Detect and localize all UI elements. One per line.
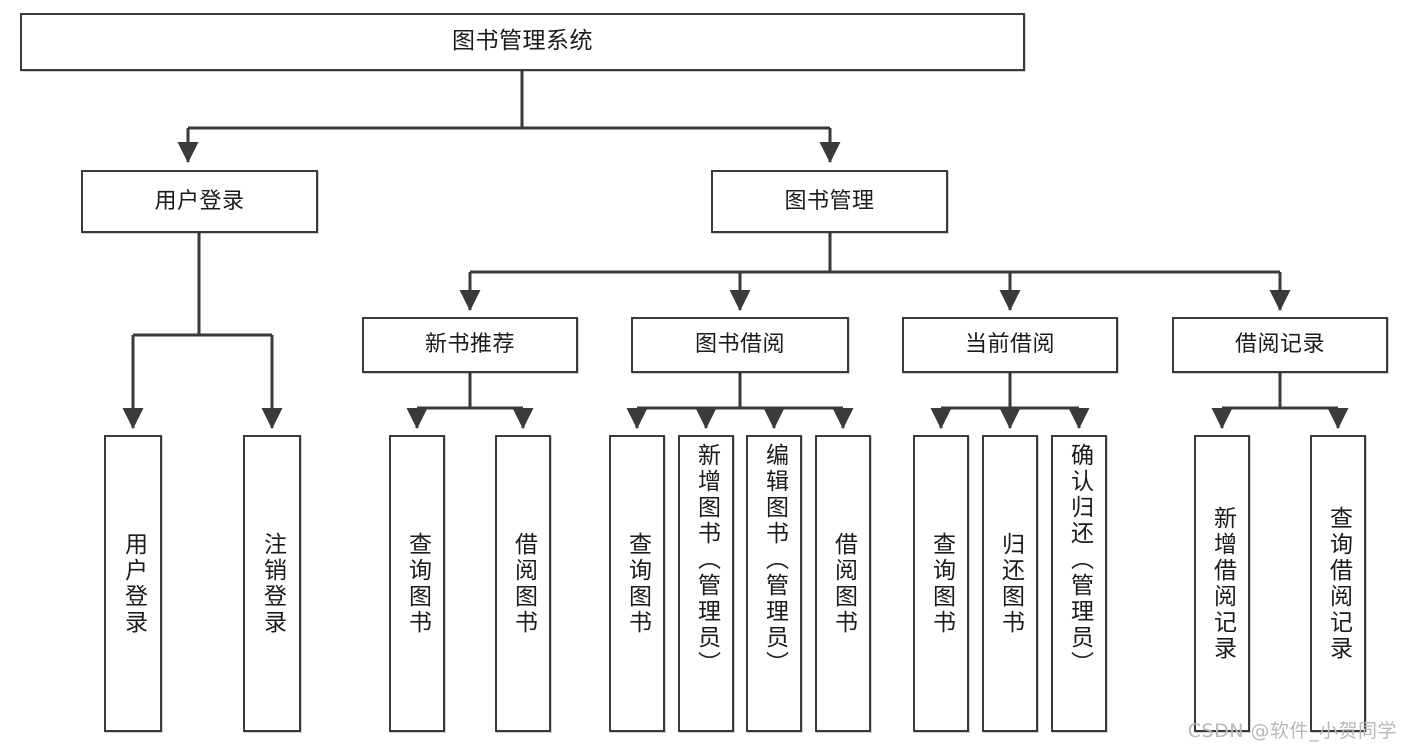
node-leaf-borrow-book-2-label: 借阅图书	[830, 531, 857, 636]
node-user-login-label: 用户登录	[154, 188, 245, 214]
node-leaf-edit-book-label: 编辑图书（管理员）	[761, 443, 788, 677]
node-leaf-add-record-label: 新增借阅记录	[1209, 505, 1236, 662]
node-book-manage-label: 图书管理	[784, 188, 875, 214]
watermark-text: CSDN @软件_小贺同学	[1187, 720, 1397, 742]
node-leaf-query-book-2-label: 查询图书	[624, 531, 651, 636]
node-leaf-query-book-2[interactable]: 查询图书	[609, 435, 665, 732]
node-leaf-add-book-label: 新增图书（管理员）	[693, 443, 720, 677]
node-leaf-confirm-return[interactable]: 确认归还（管理员）	[1051, 435, 1107, 732]
node-new-book-rec-label: 新书推荐	[424, 332, 515, 358]
node-borrow-record-label: 借阅记录	[1234, 332, 1325, 358]
node-leaf-query-book-1[interactable]: 查询图书	[389, 435, 445, 732]
node-leaf-add-book[interactable]: 新增图书（管理员）	[678, 435, 734, 732]
node-user-login[interactable]: 用户登录	[81, 170, 318, 233]
node-book-borrow[interactable]: 图书借阅	[631, 317, 849, 373]
node-book-borrow-label: 图书借阅	[694, 332, 785, 358]
node-new-book-rec[interactable]: 新书推荐	[362, 317, 578, 373]
node-root[interactable]: 图书管理系统	[20, 13, 1025, 71]
node-leaf-user-login-label: 用户登录	[120, 531, 147, 636]
node-leaf-add-record[interactable]: 新增借阅记录	[1194, 435, 1250, 732]
node-leaf-query-book-3[interactable]: 查询图书	[913, 435, 969, 732]
node-current-borrow-label: 当前借阅	[964, 332, 1055, 358]
node-leaf-edit-book[interactable]: 编辑图书（管理员）	[746, 435, 802, 732]
node-leaf-return-book[interactable]: 归还图书	[982, 435, 1038, 732]
node-leaf-return-book-label: 归还图书	[997, 531, 1024, 636]
node-leaf-logout[interactable]: 注销登录	[243, 435, 301, 732]
node-leaf-user-login[interactable]: 用户登录	[104, 435, 162, 732]
node-leaf-query-record-label: 查询借阅记录	[1325, 505, 1352, 662]
node-root-label: 图书管理系统	[452, 28, 593, 55]
node-leaf-query-book-1-label: 查询图书	[404, 531, 431, 636]
node-leaf-confirm-return-label: 确认归还（管理员）	[1066, 443, 1093, 677]
node-borrow-record[interactable]: 借阅记录	[1172, 317, 1388, 373]
node-leaf-query-record[interactable]: 查询借阅记录	[1310, 435, 1366, 732]
node-leaf-logout-label: 注销登录	[259, 531, 286, 636]
node-leaf-borrow-book-1-label: 借阅图书	[510, 531, 537, 636]
node-book-manage[interactable]: 图书管理	[711, 170, 948, 233]
node-current-borrow[interactable]: 当前借阅	[902, 317, 1118, 373]
node-leaf-query-book-3-label: 查询图书	[928, 531, 955, 636]
node-leaf-borrow-book-1[interactable]: 借阅图书	[495, 435, 551, 732]
node-leaf-borrow-book-2[interactable]: 借阅图书	[815, 435, 871, 732]
